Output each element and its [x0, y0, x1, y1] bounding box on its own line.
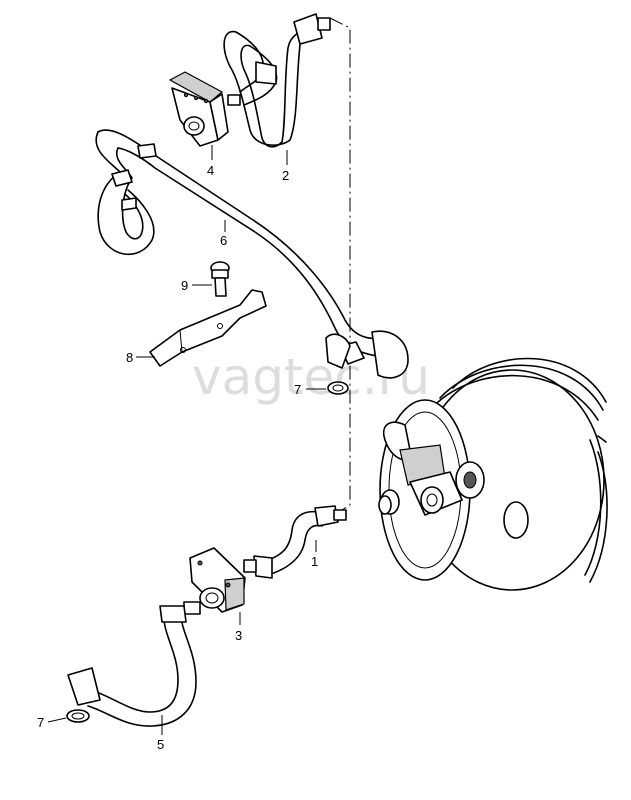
- hose-5: [66, 605, 197, 727]
- hose-1: [243, 505, 347, 579]
- hose-2: [223, 13, 331, 148]
- label-part-1: 1: [311, 554, 318, 569]
- label-part-3: 3: [235, 628, 242, 643]
- label-part-8: 8: [126, 350, 133, 365]
- label-part-6: 6: [220, 233, 227, 248]
- assembly-line: [329, 17, 351, 511]
- valve-4: [168, 71, 241, 147]
- part-labels: 1 2 3 4 5 6 7 7 8 9: [37, 163, 318, 752]
- label-part-9: 9: [181, 278, 188, 293]
- leader-lines: [47, 145, 326, 735]
- label-part-5: 5: [157, 737, 164, 752]
- label-part-4: 4: [207, 163, 214, 178]
- clamp-7-upper: [327, 381, 349, 395]
- brake-booster: [378, 357, 608, 591]
- bolt-9: [210, 261, 230, 297]
- label-part-7-upper: 7: [294, 382, 301, 397]
- label-part-7-lower: 7: [37, 715, 44, 730]
- label-part-2: 2: [282, 168, 289, 183]
- valve-3: [183, 547, 246, 615]
- hose-6: [95, 129, 409, 379]
- bracket-8: [149, 289, 267, 367]
